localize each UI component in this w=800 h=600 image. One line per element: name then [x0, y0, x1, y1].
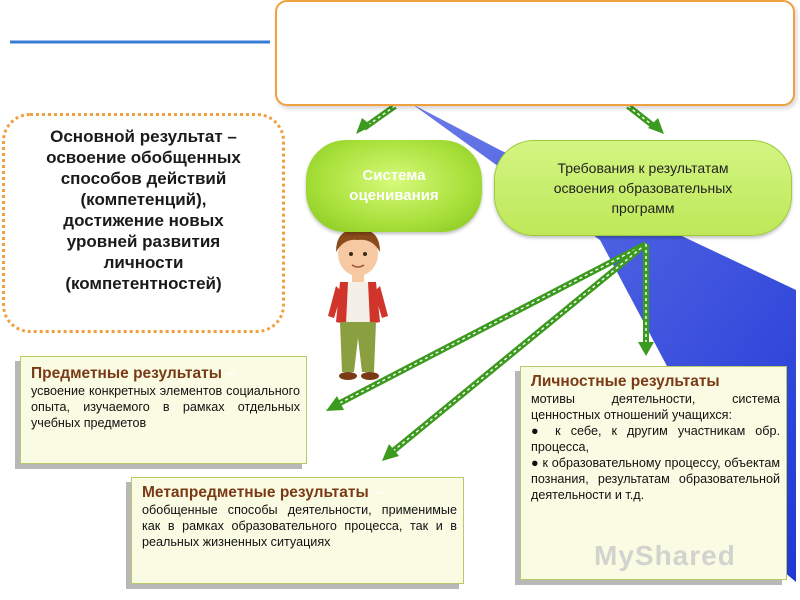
personal-results-bullet: ● к образовательному процессу, объектам … — [531, 456, 780, 502]
assessment-system-label-line1: Система — [362, 167, 426, 184]
main-result-line: (компетенций), — [80, 190, 207, 209]
arrow-to-meta-results — [382, 241, 648, 461]
requirements-label-line3: программ — [611, 200, 675, 216]
personal-results-box: Личностные результаты мотивы деятельност… — [520, 366, 787, 580]
watermark-text: MyShared — [594, 540, 736, 571]
main-result-line: достижение новых — [63, 211, 224, 230]
personal-results-bullet: ● к себе, к другим участникам обр. проце… — [531, 424, 780, 454]
arrow-to-requirements — [626, 103, 664, 134]
subject-results-dash: – — [221, 365, 236, 382]
personal-results-title: Личностные результаты — [531, 373, 720, 390]
assessment-system-pill: Система оценивания — [306, 140, 482, 232]
meta-results-dash: – — [368, 484, 383, 501]
subject-results-box: Предметные результаты – усвоение конкрет… — [20, 356, 307, 464]
subject-results-body: усвоение конкретных элементов социальног… — [31, 384, 300, 430]
main-result-line: способов действий — [60, 169, 227, 188]
arrow-to-subject-results — [326, 241, 648, 411]
child-figure-illustration — [328, 229, 388, 380]
main-result-line: уровней развития — [66, 232, 221, 251]
requirements-label-line1: Требования к результатам — [557, 160, 729, 176]
meta-results-title: Метапредметные результаты — [142, 484, 369, 501]
main-result-line: Основной результат – — [50, 127, 237, 146]
main-result-line: освоение обобщенных — [46, 148, 241, 167]
requirements-pill: Требования к результатам освоения образо… — [494, 140, 792, 236]
assessment-system-label-line2: оценивания — [349, 187, 439, 204]
meta-results-body: обобщенные способы деятельности, примени… — [142, 503, 457, 549]
arrow-to-system — [356, 103, 397, 134]
main-result-line: личности — [103, 253, 184, 272]
arrow-to-personal-results — [638, 244, 654, 356]
top-title-box — [275, 0, 795, 106]
subject-results-title: Предметные результаты — [31, 365, 222, 382]
main-result-box: Основной результат – освоение обобщенных… — [2, 113, 285, 333]
meta-results-box: Метапредметные результаты – обобщенные с… — [131, 477, 464, 584]
main-result-line: (компетентностей) — [65, 274, 222, 293]
personal-results-body: мотивы деятельности, система ценностных … — [531, 392, 780, 422]
requirements-label-line2: освоения образовательных — [553, 180, 733, 196]
